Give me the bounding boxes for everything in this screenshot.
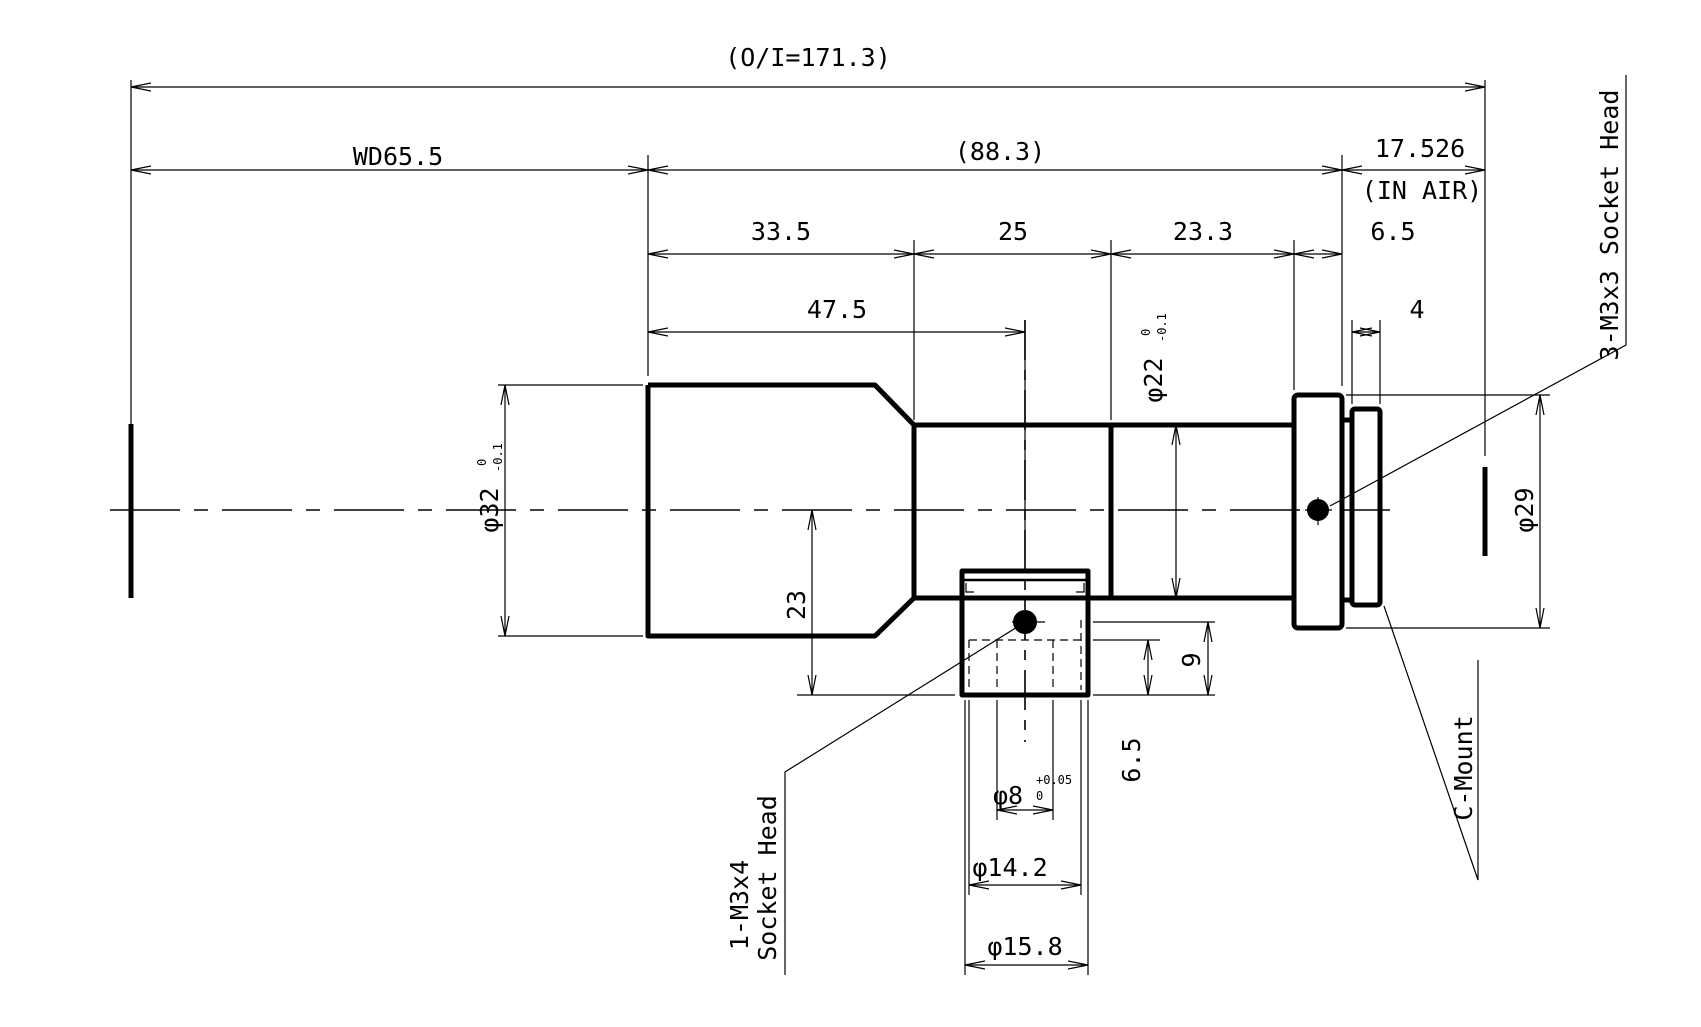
front-segment-label: 33.5 xyxy=(751,217,811,246)
svg-text:0: 0 xyxy=(475,459,489,466)
svg-text:φ8: φ8 xyxy=(993,781,1023,810)
leader-lines xyxy=(784,75,1627,975)
port-offset-label: 9 xyxy=(1177,652,1206,667)
port-screw-callout-line1: 1-M3x4 xyxy=(725,860,754,950)
mount-flange-label: 6.5 xyxy=(1370,217,1415,246)
svg-text:φ22: φ22 xyxy=(1139,357,1168,402)
dimension-lines xyxy=(131,87,1540,965)
mount-thread-label: 4 xyxy=(1409,295,1424,324)
svg-text:0: 0 xyxy=(1036,789,1043,803)
mount-screw-callout: 3-M3x3 Socket Head xyxy=(1595,90,1624,361)
mount-diameter-label: φ29 xyxy=(1510,487,1539,532)
overall-length-label: (O/I=171.3) xyxy=(725,43,891,72)
lens-body-length-label: (88.3) xyxy=(955,137,1045,166)
port-outer-diameter-label: φ15.8 xyxy=(987,932,1062,961)
svg-text:0: 0 xyxy=(1139,329,1153,336)
working-distance-label: WD65.5 xyxy=(353,142,443,171)
lens-body xyxy=(645,382,1383,639)
svg-text:φ32: φ32 xyxy=(475,487,504,532)
rear-segment-label: 23.3 xyxy=(1173,217,1233,246)
mount-type-callout: C-Mount xyxy=(1449,715,1478,820)
port-inner-diameter-label: φ14.2 xyxy=(972,853,1047,882)
svg-text:-0.1: -0.1 xyxy=(491,443,505,472)
side-port xyxy=(959,568,1091,698)
back-focus-note: (IN AIR) xyxy=(1362,176,1482,205)
extension-lines xyxy=(130,80,1550,975)
svg-text:+0.05: +0.05 xyxy=(1036,773,1072,787)
port-position-label: 47.5 xyxy=(807,295,867,324)
port-screw-callout-line2: Socket Head xyxy=(753,795,782,961)
back-focus-label: 17.526 xyxy=(1375,134,1465,163)
barrel-diameter-label: φ22 0 -0.1 xyxy=(1139,313,1169,402)
svg-text:-0.1: -0.1 xyxy=(1155,313,1169,342)
port-height-label: 23 xyxy=(782,590,811,620)
front-diameter-label: φ32 0 -0.1 xyxy=(475,443,505,532)
port-extension-label: 6.5 xyxy=(1117,737,1146,782)
port-bore-label: φ8 +0.05 0 xyxy=(993,773,1072,810)
middle-segment-label: 25 xyxy=(998,217,1028,246)
